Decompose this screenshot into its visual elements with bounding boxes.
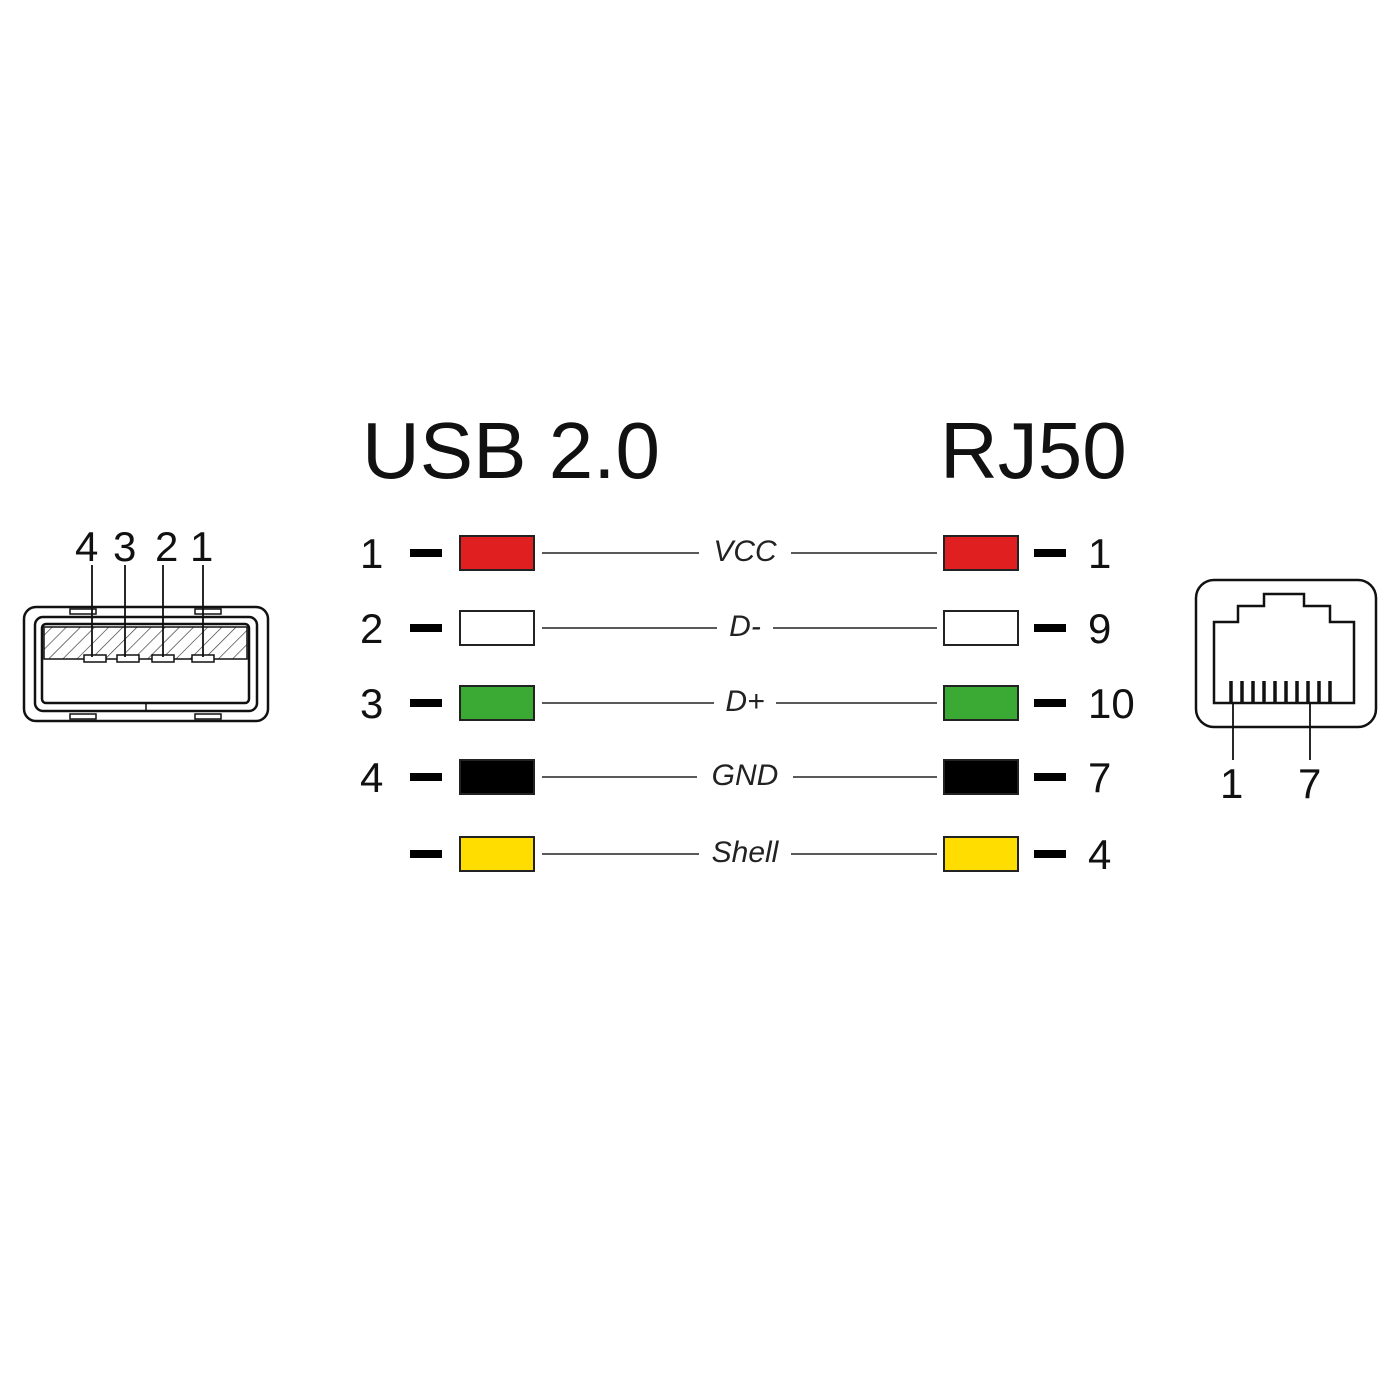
usb-title: USB 2.0 <box>362 406 660 495</box>
usb-pin-number: 1 <box>360 530 383 577</box>
rj50-wire-color-swatch <box>943 610 1019 646</box>
rj50-pin-number: 4 <box>1088 831 1111 878</box>
usb-pin-number: 4 <box>360 754 383 801</box>
usb-pin-label: 2 <box>155 523 178 570</box>
usb-pin-number: 2 <box>360 605 383 652</box>
usb-pin-stub <box>410 699 442 707</box>
rj50-connector-icon <box>1194 578 1378 760</box>
rj50-wire-color-swatch <box>943 535 1019 571</box>
usb-wire-color-swatch <box>459 685 535 721</box>
rj50-pin-stub <box>1034 773 1066 781</box>
usb-wire-color-swatch <box>459 759 535 795</box>
rj50-pin-label: 7 <box>1298 760 1321 807</box>
signal-label: GND <box>712 759 779 792</box>
connection-row: 2 D- 9 <box>360 605 1111 652</box>
rj50-pin-number: 10 <box>1088 680 1135 727</box>
rj50-wire-color-swatch <box>943 685 1019 721</box>
usb-pin-stub <box>410 773 442 781</box>
usb-connector-icon <box>22 565 270 723</box>
signal-label: D+ <box>725 685 764 718</box>
rj50-pin-stub <box>1034 624 1066 632</box>
rj50-pin-stub <box>1034 699 1066 707</box>
rj50-wire-color-swatch <box>943 836 1019 872</box>
usb-wire-color-swatch <box>459 610 535 646</box>
connection-row: 1 VCC 1 <box>360 530 1111 577</box>
rj50-pin-number: 9 <box>1088 605 1111 652</box>
rj50-wire-color-swatch <box>943 759 1019 795</box>
rj50-title: RJ50 <box>940 406 1127 495</box>
rj50-pin-number: 1 <box>1088 530 1111 577</box>
rj50-pin-stub <box>1034 549 1066 557</box>
signal-label: D- <box>729 610 761 643</box>
usb-pin-stub <box>410 850 442 858</box>
usb-pin-label: 1 <box>190 523 213 570</box>
connection-row: 4 GND 7 <box>360 754 1111 801</box>
usb-pin-stub <box>410 624 442 632</box>
usb-pin-number: 3 <box>360 680 383 727</box>
usb-pin-label: 3 <box>113 523 136 570</box>
rj50-pin-number: 7 <box>1088 754 1111 801</box>
usb-pin-label: 4 <box>75 523 98 570</box>
usb-wire-color-swatch <box>459 836 535 872</box>
connection-row: 3 D+ 10 <box>360 680 1135 727</box>
connection-row: Shell 4 <box>410 831 1111 878</box>
rj50-pin-stub <box>1034 850 1066 858</box>
usb-pin-stub <box>410 549 442 557</box>
signal-label: Shell <box>712 836 780 869</box>
usb-wire-color-swatch <box>459 535 535 571</box>
rj50-pin-label: 1 <box>1220 760 1243 807</box>
signal-label: VCC <box>713 535 777 568</box>
